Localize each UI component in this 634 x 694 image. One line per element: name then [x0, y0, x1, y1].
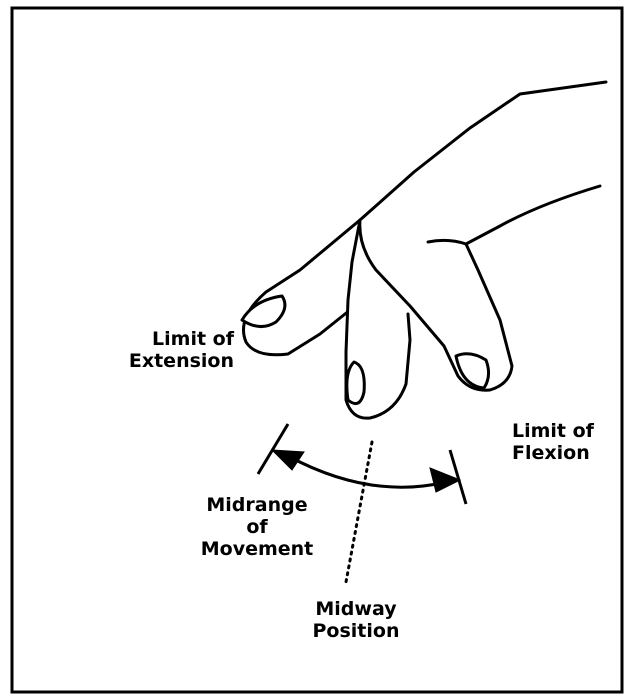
label-limit-of-extension-line2: Extension	[104, 350, 234, 372]
label-limit-of-extension-line1: Limit of	[104, 328, 234, 350]
label-limit-of-extension: Limit of Extension	[104, 328, 234, 372]
label-limit-of-flexion: Limit of Flexion	[512, 420, 622, 464]
label-midway-line1: Midway	[296, 598, 416, 620]
arc-arrowhead-left	[272, 450, 304, 470]
label-midway-line2: Position	[296, 620, 416, 642]
extension-limit-line	[258, 424, 288, 474]
label-midrange-line2: of	[182, 516, 332, 538]
hand-illustration	[242, 82, 606, 418]
label-limit-of-flexion-line1: Limit of	[512, 420, 622, 442]
midway-dotted-line	[346, 442, 372, 582]
label-midrange-line3: Movement	[182, 538, 332, 560]
ring-fingernail	[456, 354, 489, 388]
label-midway-position: Midway Position	[296, 598, 416, 642]
label-midrange-line1: Midrange	[182, 494, 332, 516]
label-midrange-of-movement: Midrange of Movement	[182, 494, 332, 560]
label-limit-of-flexion-line2: Flexion	[512, 442, 622, 464]
middle-fingernail	[347, 362, 364, 404]
